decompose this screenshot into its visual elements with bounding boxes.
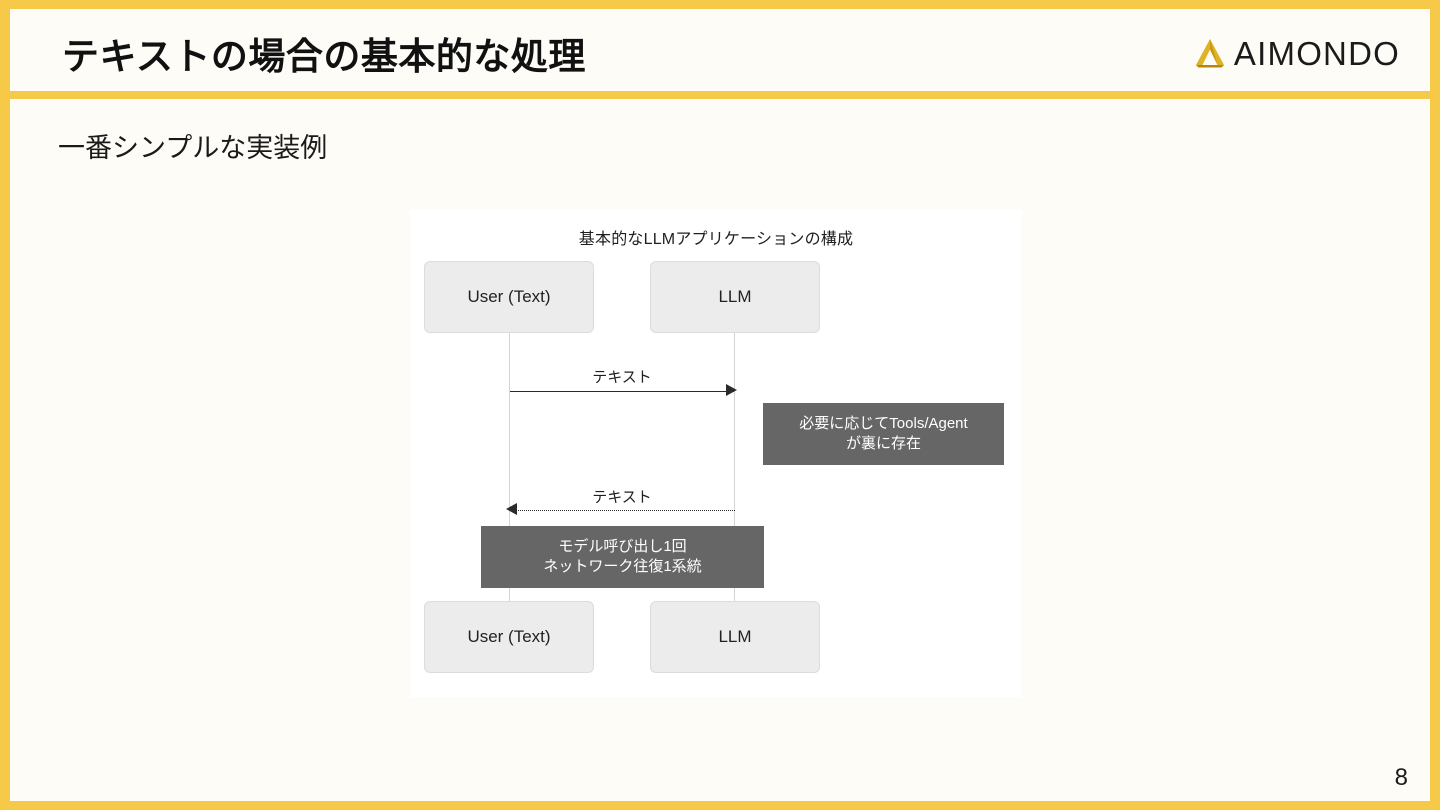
participant-label: LLM [718, 287, 752, 306]
arrow-right-icon [726, 384, 737, 396]
note-line: が裏に存在 [845, 435, 921, 452]
note-line: 必要に応じてTools/Agent [799, 414, 968, 432]
participant-label: LLM [718, 627, 752, 646]
participant-llm-bottom: LLM [650, 601, 820, 673]
diagram-title: 基本的なLLMアプリケーションの構成 [578, 231, 854, 248]
header-divider [10, 91, 1430, 99]
brand-name: AIMONDO [1233, 34, 1400, 72]
participant-user-top: User (Text) [424, 261, 594, 333]
sequence-diagram: 基本的なLLMアプリケーションの構成 User (Text) LLM テキスト … [410, 209, 1022, 697]
note-line: モデル呼び出し1回 [558, 537, 687, 555]
message-label-response: テキスト [592, 489, 652, 506]
lifeline-llm [734, 297, 735, 653]
participant-label: User (Text) [467, 627, 551, 646]
frame-border-top [0, 0, 1440, 9]
participant-label: User (Text) [467, 287, 551, 306]
page-title: テキストの場合の基本的な処理 [62, 36, 586, 77]
page-number: 8 [1394, 764, 1408, 791]
note-line: ネットワーク往復1系統 [543, 558, 702, 575]
frame-border-right [1430, 0, 1440, 810]
frame-border-bottom [0, 801, 1440, 810]
arrow-left-icon [506, 503, 517, 515]
note-tools-agent: 必要に応じてTools/Agent が裏に存在 [763, 403, 1004, 465]
note-model-calls: モデル呼び出し1回 ネットワーク往復1系統 [481, 526, 764, 588]
message-label-request: テキスト [592, 369, 652, 386]
slide-subtitle: 一番シンプルな実装例 [58, 133, 328, 163]
lifeline-user [509, 297, 510, 653]
triangle-a-mark-icon [1193, 36, 1234, 70]
slide-header: テキストの場合の基本的な処理 AIMONDO [10, 9, 1430, 91]
participant-llm-top: LLM [650, 261, 820, 333]
message-line-response [514, 510, 735, 511]
brand-logo: AIMONDO [1193, 31, 1400, 75]
frame-border-left [0, 0, 10, 810]
participant-user-bottom: User (Text) [424, 601, 594, 673]
message-line-request [510, 391, 734, 392]
